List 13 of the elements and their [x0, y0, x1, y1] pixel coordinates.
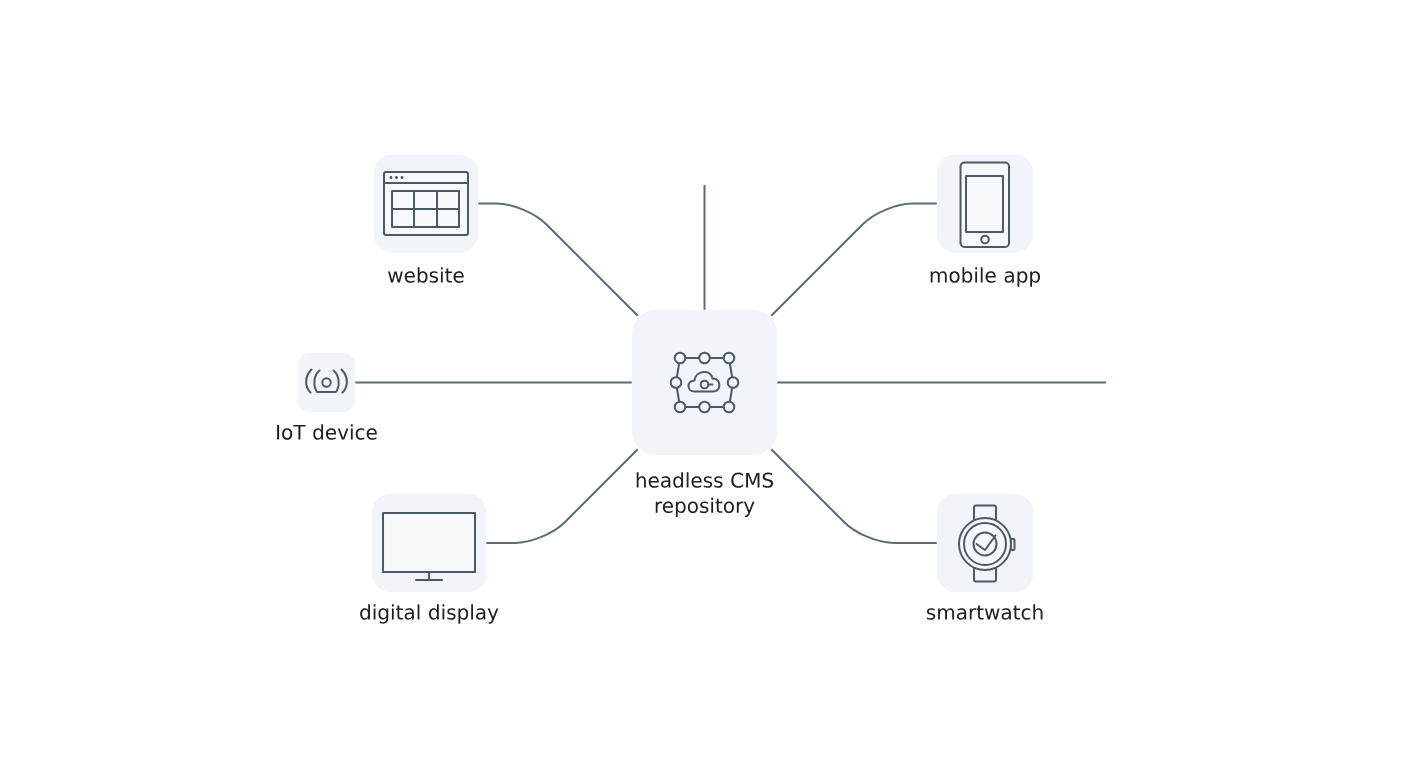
- node-label: headless CMS repository: [636, 472, 773, 517]
- node-label: digital display: [360, 604, 499, 624]
- connector-line: [477, 202, 639, 317]
- connector-line: [703, 184, 706, 311]
- connector-line: [770, 202, 938, 317]
- connector-line: [776, 381, 1107, 384]
- node-label: smartwatch: [926, 604, 1043, 620]
- connector-line: [485, 448, 639, 544]
- connector-line: [770, 448, 938, 544]
- node-label: mobile app: [930, 267, 1040, 287]
- connector-line: [354, 381, 633, 384]
- node-label: IoT device: [277, 424, 377, 440]
- node-label: website: [388, 267, 464, 283]
